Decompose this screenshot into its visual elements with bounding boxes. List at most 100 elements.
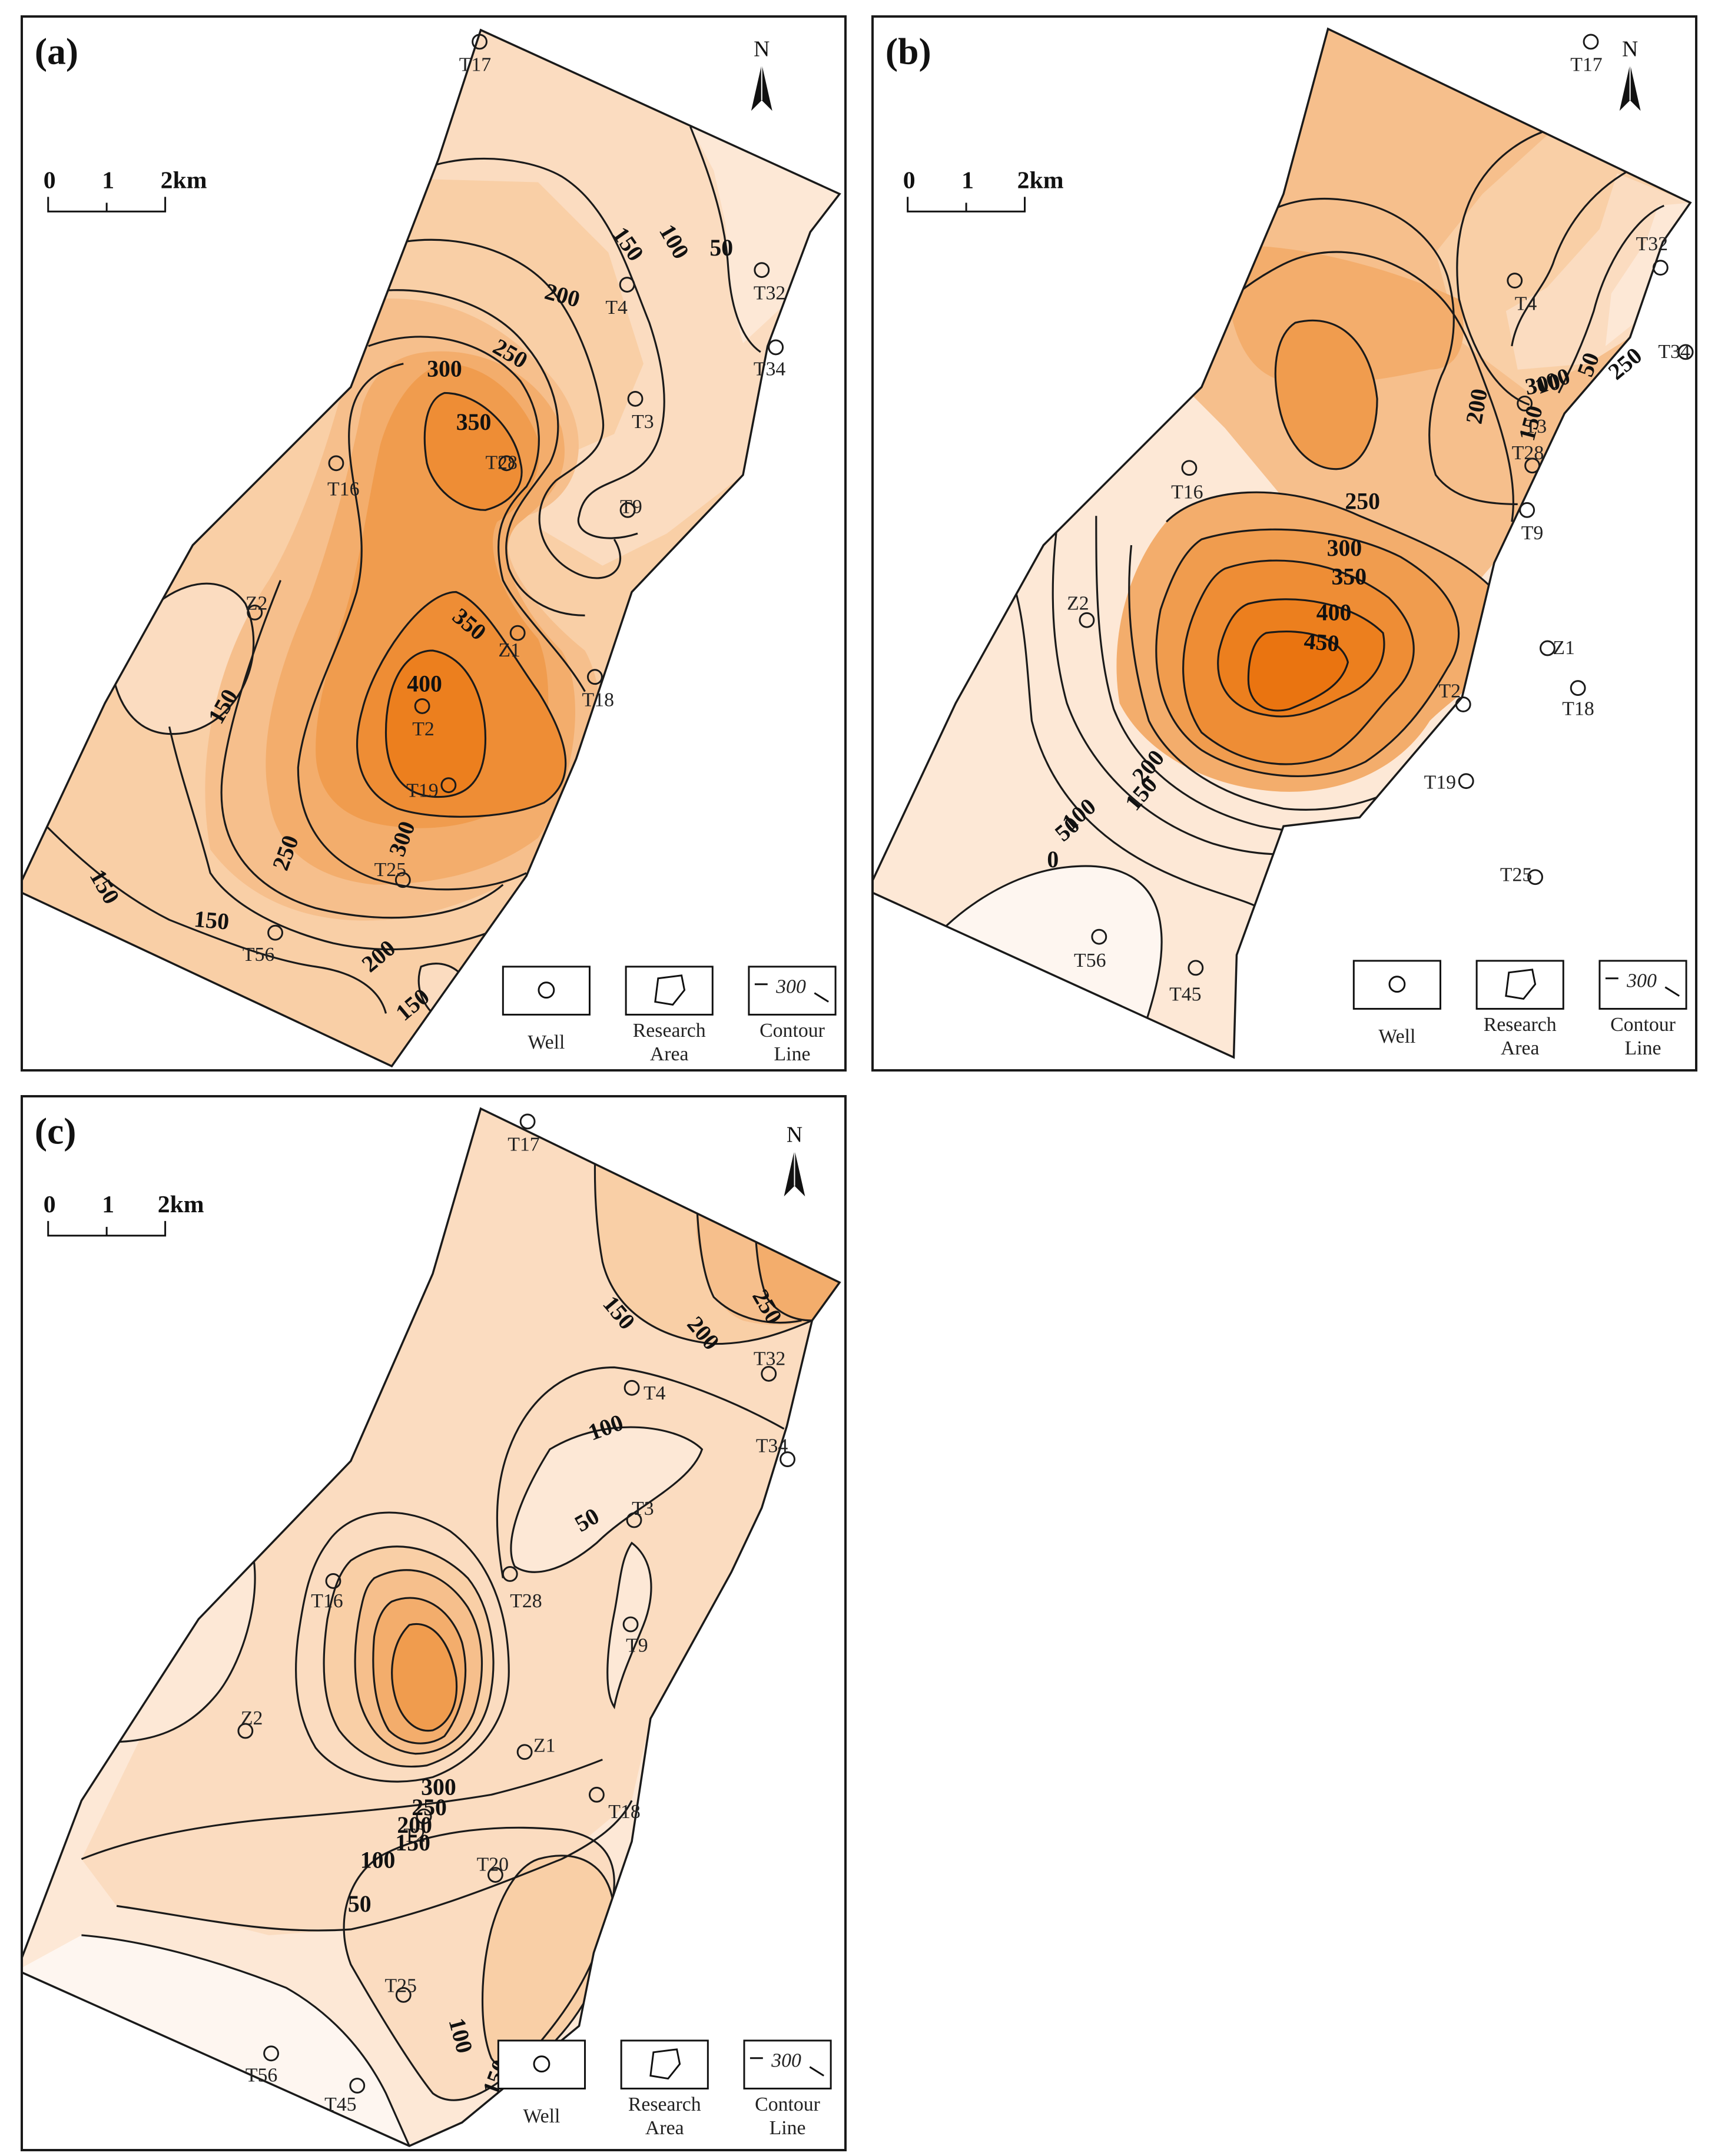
well-label: T32 bbox=[754, 282, 785, 304]
legend-c: Well Research Area 300 Contour Line bbox=[497, 2039, 832, 2139]
well-marker-icon bbox=[472, 34, 487, 50]
legend-research-label-2: Area bbox=[645, 2117, 684, 2139]
well-label: T45 bbox=[324, 2094, 356, 2115]
well-marker-icon bbox=[588, 1786, 605, 1803]
well-label: T34 bbox=[1658, 341, 1690, 363]
well-marker-icon bbox=[622, 1616, 639, 1633]
well-marker-icon bbox=[1507, 273, 1523, 288]
research-area-boundary-a bbox=[23, 28, 841, 1068]
contour-value-label: 250 bbox=[412, 1795, 447, 1820]
well-marker-icon bbox=[619, 502, 636, 518]
fill-layers-b bbox=[874, 29, 1691, 1057]
legend-well-label: Well bbox=[1378, 1026, 1415, 1047]
well-label: T28 bbox=[510, 1590, 542, 1612]
scale-tick-1: 1 bbox=[961, 167, 974, 194]
scale-tick-2: 2km bbox=[158, 1191, 204, 1218]
well-label: T28 bbox=[1512, 442, 1544, 464]
well-label: T18 bbox=[582, 689, 614, 711]
well-label: T9 bbox=[1521, 522, 1544, 544]
well-label: T3 bbox=[1525, 416, 1547, 437]
well-label: T34 bbox=[756, 1435, 788, 1457]
legend-contour-label-1: Contour bbox=[759, 1020, 825, 1041]
well-label: T20 bbox=[477, 1854, 509, 1876]
well-label: T25 bbox=[384, 1975, 416, 1996]
legend-research-label-1: Research bbox=[1484, 1014, 1557, 1036]
well-label: T56 bbox=[243, 944, 274, 966]
contour-lines-c bbox=[81, 1121, 812, 2146]
contour-map-a: (a) 0 1 2km N T17T4T32T34T3T28T16T9Z2Z1T… bbox=[23, 28, 841, 1068]
well-marker-icon bbox=[509, 625, 526, 641]
north-arrow-a: N bbox=[751, 37, 772, 111]
panel-label-b: (b) bbox=[885, 31, 931, 72]
well-label: T16 bbox=[327, 478, 359, 500]
well-marker-icon bbox=[1652, 260, 1669, 276]
well-marker-icon bbox=[754, 262, 770, 278]
well-label: T45 bbox=[1169, 984, 1201, 1006]
fill-layers-a bbox=[23, 30, 840, 1066]
well-marker-icon bbox=[414, 698, 430, 714]
research-area-boundary-b bbox=[874, 27, 1692, 1059]
legend-contour-sample: 300 bbox=[771, 2050, 801, 2072]
well-marker-icon bbox=[1540, 640, 1556, 656]
well-label: T32 bbox=[1636, 233, 1668, 255]
legend-contour-label-2: Line bbox=[1625, 1037, 1661, 1059]
contour-symbol-icon bbox=[754, 983, 829, 1003]
legend-contour-sample: 300 bbox=[775, 976, 806, 998]
contour-value-label: 50 bbox=[348, 1891, 372, 1917]
well-marker-icon bbox=[768, 339, 784, 356]
well-marker-icon bbox=[626, 1512, 642, 1528]
well-label: Z2 bbox=[241, 1707, 263, 1729]
legend-contour-label-1: Contour bbox=[755, 2094, 820, 2115]
research-area-symbol-icon bbox=[649, 2048, 681, 2080]
well-label: T56 bbox=[246, 2065, 277, 2087]
legend-well-label: Well bbox=[528, 1031, 565, 1053]
well-marker-icon bbox=[349, 2078, 366, 2094]
well-marker-icon bbox=[761, 1366, 777, 1382]
research-area-symbol-icon bbox=[654, 974, 686, 1006]
well-label: Z2 bbox=[1067, 592, 1089, 614]
well-marker-icon bbox=[1181, 460, 1198, 476]
well-marker-icon bbox=[587, 669, 603, 685]
well-label: T25 bbox=[1500, 864, 1532, 886]
scale-tick-0: 0 bbox=[44, 1191, 56, 1218]
well-label: Z1 bbox=[533, 1735, 556, 1757]
legend-well-label: Well bbox=[523, 2105, 560, 2127]
contour-value-label: 400 bbox=[407, 671, 442, 697]
legend-b: Well Research Area 300 Contour Line bbox=[1352, 960, 1687, 1059]
contour-symbol-icon bbox=[1605, 977, 1680, 997]
well-marker-icon bbox=[516, 1744, 533, 1760]
well-label: T16 bbox=[311, 1590, 343, 1612]
well-label: T34 bbox=[754, 359, 786, 380]
well-marker-icon bbox=[1188, 960, 1204, 976]
well-label: Z1 bbox=[498, 639, 520, 661]
legend-research-label-1: Research bbox=[633, 1020, 706, 1041]
north-label: N bbox=[754, 37, 770, 62]
contour-value-label: 50 bbox=[709, 235, 733, 261]
well-marker-icon bbox=[325, 1573, 341, 1589]
well-marker-icon bbox=[440, 777, 457, 794]
north-arrow-b: N bbox=[1619, 37, 1641, 111]
well-label: T16 bbox=[1171, 481, 1203, 503]
well-marker-icon bbox=[1079, 612, 1095, 628]
scale-bar-b: 0 1 2km bbox=[903, 167, 1064, 213]
scale-tick-0: 0 bbox=[44, 167, 56, 194]
well-marker-icon bbox=[498, 455, 515, 472]
fill-layers-c bbox=[23, 1109, 840, 2146]
well-label: T19 bbox=[1424, 772, 1456, 794]
legend-contour-sample: 300 bbox=[1626, 970, 1657, 992]
contour-value-label: 300 bbox=[1523, 369, 1562, 400]
well-label: T56 bbox=[1074, 950, 1106, 971]
well-marker-icon bbox=[1524, 457, 1541, 474]
legend-research-label-1: Research bbox=[628, 2094, 701, 2115]
scale-bar-c: 0 1 2km bbox=[44, 1191, 204, 1237]
contour-value-label: 450 bbox=[1303, 628, 1340, 656]
contour-value-label: 300 bbox=[421, 1774, 456, 1800]
scale-tick-2: 2km bbox=[1017, 167, 1064, 194]
well-label: T3 bbox=[632, 411, 654, 433]
well-label: T17 bbox=[459, 54, 491, 76]
contour-symbol-icon bbox=[749, 2057, 824, 2077]
well-label: T2 bbox=[412, 718, 435, 740]
well-symbol-icon bbox=[1388, 976, 1406, 993]
